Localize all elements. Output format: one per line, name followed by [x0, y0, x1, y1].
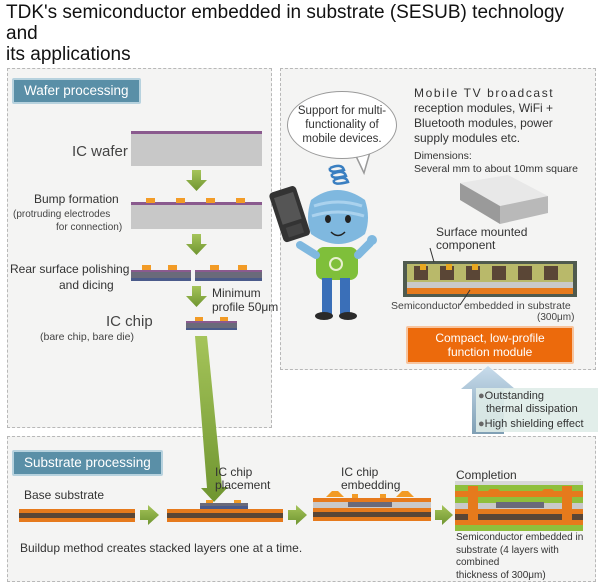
bump-formation-label: Bump formation	[34, 192, 119, 206]
module-chip-graphic	[460, 175, 548, 224]
ic-chip-sub-label: (bare chip, bare die)	[40, 331, 134, 343]
ic-chip-label: IC chip	[106, 313, 153, 330]
chip-placement-label: IC chip placement	[215, 465, 271, 492]
sesub-thickness-label: (300μm)	[537, 312, 575, 323]
module-cross-section	[403, 261, 577, 297]
ic-wafer-label: IC wafer	[72, 143, 128, 160]
chip-embedding-label: IC chip embedding	[341, 465, 401, 492]
completion-label: Completion	[456, 468, 517, 482]
feature-thermal: ●Outstanding thermal dissipation	[478, 390, 578, 415]
min-profile-label-1: Minimum	[212, 286, 261, 300]
mascot-character	[269, 151, 377, 320]
bump-formation-sub1: (protruding electrodes	[13, 209, 111, 220]
rear-polishing-label-2: and dicing	[59, 278, 114, 292]
substrate-flow-arrows	[140, 505, 453, 525]
dimensions-text: Dimensions: Several mm to about 10mm squ…	[414, 150, 578, 175]
completed-substrate-note: Semiconductor embedded in substrate (4 l…	[456, 532, 584, 581]
speech-bubble: Support for multi- functionality of mobi…	[287, 91, 397, 159]
surface-mounted-label: Surface mounted component	[436, 225, 528, 252]
wafer-processing-tab: Wafer processing	[12, 78, 141, 104]
embedding-substrate-graphic	[313, 491, 431, 521]
placement-substrate-graphic	[167, 500, 283, 522]
applications-list: Mobile TV broadcast reception modules, W…	[414, 86, 555, 145]
substrate-processing-tab: Substrate processing	[12, 450, 163, 476]
wafer-processing-panel	[7, 68, 272, 428]
diced-wafer-graphic	[131, 265, 262, 282]
page-title: TDK's semiconductor embedded in substrat…	[6, 2, 565, 65]
function-module-box: Compact, low-profile function module	[406, 326, 574, 364]
completed-substrate-graphic	[455, 481, 583, 531]
bump-formation-sub2: for connection)	[56, 222, 123, 233]
sesub-label: Semiconductor embedded in substrate	[391, 300, 571, 312]
features-box	[476, 388, 598, 432]
rear-polishing-label-1: Rear surface polishing	[10, 262, 130, 276]
base-substrate-label: Base substrate	[24, 488, 105, 502]
base-substrate-graphic	[19, 509, 135, 522]
feature-shielding: ●High shielding effect	[478, 418, 584, 430]
ic-chip-graphic	[186, 317, 237, 330]
buildup-method-text: Buildup method creates stacked layers on…	[20, 541, 303, 555]
ic-wafer-graphic	[131, 131, 262, 166]
wafer-flow-arrows	[186, 170, 207, 307]
bump-wafer-graphic	[131, 198, 262, 229]
min-profile-label-2: profile 50μm	[212, 300, 279, 314]
chip-transfer-arrow	[195, 336, 228, 502]
